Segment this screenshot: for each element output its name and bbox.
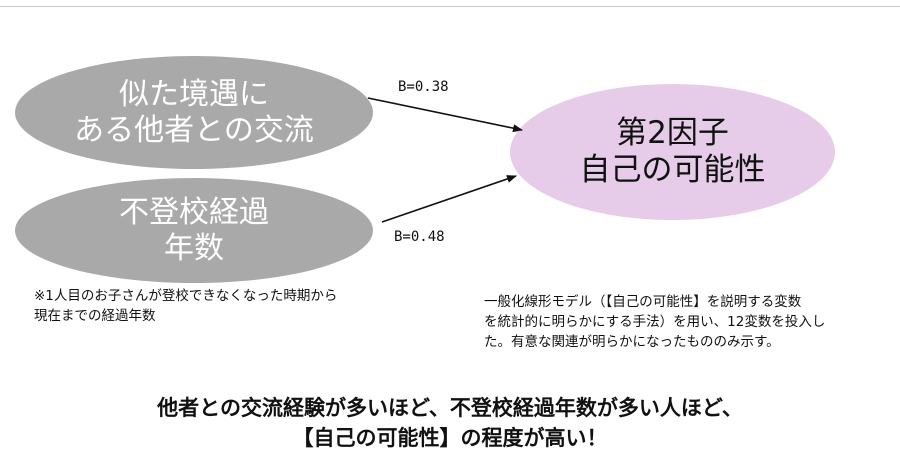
edge-2-coefficient: B=0.48 — [394, 229, 445, 245]
arrow-edge-1 — [367, 97, 523, 133]
predictor-node-peer-interaction: 似た境遇に ある他者との交流 — [15, 56, 373, 169]
predictor-node-label-line1: 似た境遇に — [119, 76, 269, 112]
conclusion-text: 他者との交流経験が多いほど、不登校経過年数が多い人ほど、 【自己の可能性】の程度… — [0, 393, 900, 453]
predictor-node-years-absent: 不登校経過 年数 — [15, 178, 373, 283]
years-footnote-line1: ※1人目のお子さんが登校できなくなった時期から — [34, 288, 338, 304]
conclusion-line2: 【自己の可能性】の程度が高い！ — [292, 426, 608, 450]
conclusion-line1: 他者との交流経験が多いほど、不登校経過年数が多い人ほど、 — [157, 396, 743, 420]
arrow-edge-2 — [381, 175, 517, 223]
outcome-node-self-possibility: 第2因子 自己の可能性 — [510, 84, 835, 220]
years-footnote-line2: 現在までの経過年数 — [34, 308, 156, 324]
method-note-line1: 一般化線形モデル（【自己の可能性】を説明する変数 — [484, 294, 802, 310]
predictor-node-label-line2: 年数 — [164, 230, 224, 266]
predictor-node-label-line2: ある他者との交流 — [74, 112, 314, 148]
outcome-node-label-line1: 第2因子 — [616, 114, 729, 151]
outcome-node-label-line2: 自己の可能性 — [579, 152, 766, 188]
method-note-line3: た。有意な関連が明らかになったもののみ示す。 — [484, 334, 780, 350]
method-note-line2: を統計的に明らかにする手法）を用い、12変数を投入し — [484, 314, 826, 330]
predictor-node-label-line1: 不登校経過 — [119, 194, 269, 230]
edge-1-coefficient: B=0.38 — [398, 79, 449, 95]
method-note: 一般化線形モデル（【自己の可能性】を説明する変数 を統計的に明らかにする手法）を… — [484, 292, 884, 352]
years-footnote: ※1人目のお子さんが登校できなくなった時期から 現在までの経過年数 — [34, 286, 454, 326]
top-divider — [0, 6, 900, 7]
